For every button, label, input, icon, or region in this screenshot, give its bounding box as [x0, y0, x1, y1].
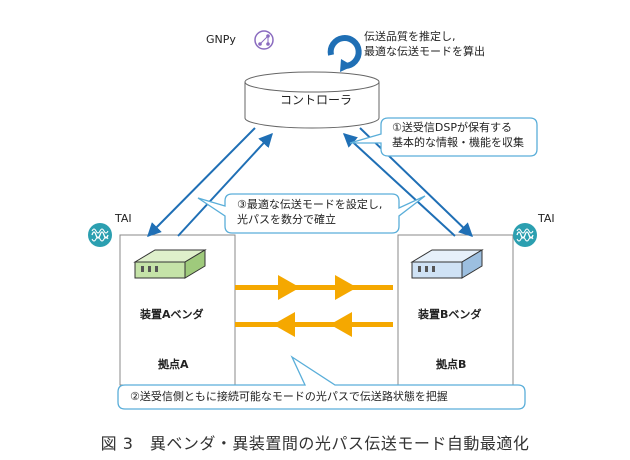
control-link-b [342, 127, 474, 237]
callout-step3-line1: ③最適な伝送モードを設定し, [237, 198, 383, 211]
controller-label: コントローラ [280, 93, 353, 107]
device-b-icon [410, 249, 484, 279]
gnpy-icon [254, 30, 274, 50]
refresh-cycle-icon [327, 35, 362, 72]
estimate-note-line2: 最適な伝送モードを算出 [364, 45, 485, 58]
site-b-label: 拠点B [436, 358, 467, 371]
callout-step1-line2: 基本的な情報・機能を収集 [392, 136, 524, 149]
tai-label-a: TAI [115, 212, 132, 225]
tai-icon-a [88, 223, 112, 247]
tai-icon-b [513, 223, 537, 247]
site-a-label: 拠点A [158, 358, 189, 371]
gnpy-label: GNPy [206, 33, 236, 46]
optical-path-b-to-a [235, 312, 393, 337]
callout-step3-bubble [197, 193, 426, 234]
device-a-label: 装置Aベンダ [140, 308, 204, 321]
optical-path-a-to-b [235, 275, 393, 300]
tai-label-b: TAI [538, 212, 555, 225]
callout-step1-line1: ①送受信DSPが保有する [392, 121, 512, 134]
callout-step2-bubble [117, 355, 526, 410]
controller-cylinder [244, 71, 380, 129]
callout-step1-bubble [349, 117, 538, 157]
callout-step2-text: ②送受信側ともに接続可能なモードの光パスで伝送路状態を把握 [130, 390, 448, 403]
control-link-a [147, 127, 273, 237]
figure-caption: 図 3 異ベンダ・異装置間の光パス伝送モード自動最適化 [100, 434, 530, 453]
device-b-label: 装置Bベンダ [418, 308, 482, 321]
callout-step3-line2: 光パスを数分で確立 [237, 213, 336, 226]
estimate-note-line1: 伝送品質を推定し, [364, 30, 456, 43]
device-a-icon [133, 249, 207, 279]
